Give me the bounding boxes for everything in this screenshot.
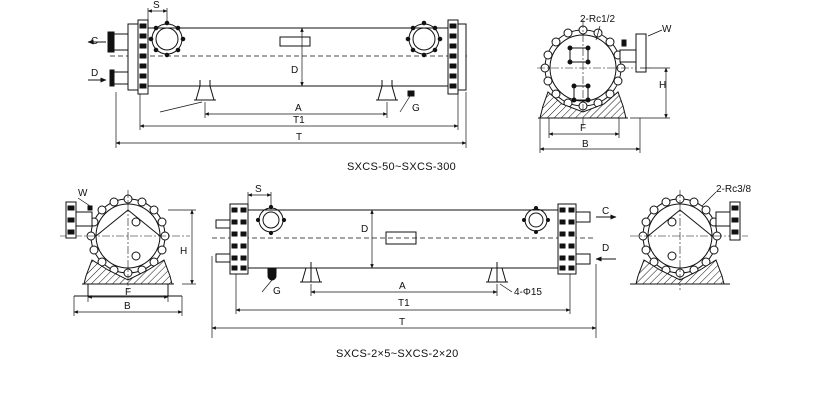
bottom-label-dim-d: D <box>361 224 368 235</box>
top-right-bolts <box>449 23 457 89</box>
bottom-right-end-view: 2-Rc3/8 <box>630 184 751 290</box>
top-label-c: C <box>91 36 98 47</box>
top-end-label-note: 2-Rc1/2 <box>580 14 615 25</box>
top-right-support <box>376 80 398 101</box>
bottom-label-dim-a: A <box>399 281 406 292</box>
bottom-left-support <box>300 262 322 283</box>
bottom-left-bolts <box>231 207 247 271</box>
top-nozzle-c <box>113 33 129 51</box>
bottom-right-support <box>486 262 508 283</box>
bottom-nameplate <box>385 231 417 245</box>
bottom-label-dim-t: T <box>399 317 405 328</box>
top-end-view: W 2-Rc1/2 H F B <box>537 14 672 153</box>
top-label-d: D <box>91 68 98 79</box>
bottom-left-end-label-f: F <box>125 287 131 298</box>
top-label-dim-d: D <box>291 65 298 76</box>
bottom-left-tubesheet <box>229 203 249 275</box>
bottom-right-end-label-note: 2-Rc3/8 <box>716 184 751 195</box>
bottom-right-tubesheet <box>557 203 577 275</box>
bottom-left-end-label-h: H <box>180 246 187 257</box>
top-end-nozzles <box>567 45 591 103</box>
top-end-label-f: F <box>580 123 586 134</box>
top-nameplate <box>279 36 311 47</box>
top-side-view: C D S D <box>87 0 468 173</box>
top-label-dim-t: T <box>296 132 302 143</box>
bottom-nozzle-c <box>575 211 591 223</box>
bottom-label-d: D <box>602 243 609 254</box>
top-nozzle-d <box>113 71 129 85</box>
bottom-label-dim-t1: T1 <box>398 298 410 309</box>
top-left-bolts <box>139 23 147 89</box>
top-right-shell-nozzle <box>405 20 443 58</box>
bottom-right-bolts <box>559 207 575 271</box>
top-end-label-w: W <box>662 24 672 35</box>
bottom-nozzle-d <box>575 253 591 265</box>
bottom-caption: SXCS-2×5~SXCS-2×20 <box>336 348 459 360</box>
bottom-label-c: C <box>602 206 609 217</box>
bottom-right-shell-nozzle <box>522 206 550 234</box>
top-label-s: S <box>153 0 160 11</box>
bottom-left-end-label-b: B <box>124 301 131 312</box>
top-label-dim-a: A <box>295 103 302 114</box>
top-left-support <box>194 80 216 101</box>
bottom-side-view: C D S D G <box>211 184 617 360</box>
top-label-g: G <box>412 103 420 114</box>
bottom-shell <box>247 209 559 269</box>
bottom-label-g: G <box>273 286 281 297</box>
bottom-drain-g <box>267 271 277 281</box>
bottom-label-holes: 4-Φ15 <box>514 287 542 298</box>
bottom-label-s: S <box>255 184 262 195</box>
top-end-label-b: B <box>582 139 589 150</box>
top-caption: SXCS-50~SXCS-300 <box>347 161 456 173</box>
bottom-left-end-label-w: W <box>78 188 88 199</box>
top-end-w-flange <box>635 33 647 73</box>
top-left-shell-nozzle <box>148 20 186 58</box>
top-end-label-h: H <box>659 80 666 91</box>
bottom-left-end-view: W H F B <box>60 188 196 316</box>
top-label-dim-t1: T1 <box>293 115 305 126</box>
